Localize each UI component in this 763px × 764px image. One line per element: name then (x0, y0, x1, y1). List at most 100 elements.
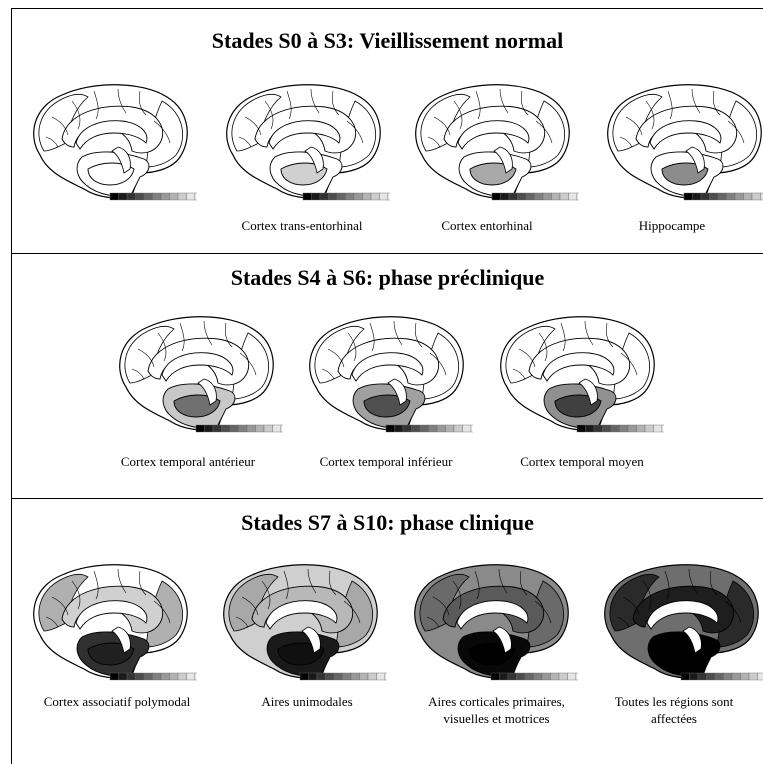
sulcus-line (51, 116, 69, 136)
scale-cell (186, 192, 196, 201)
corpus-callosum (265, 600, 338, 630)
sulcus-line (427, 136, 441, 148)
sulcus-line (432, 596, 450, 616)
corpus-callosum (457, 120, 530, 150)
caption-anterior-temporal: Cortex temporal antérieur (120, 454, 256, 469)
scale-cell (342, 672, 352, 681)
scale-cell (470, 424, 473, 433)
scale-cell (246, 424, 256, 433)
sulcus-line (433, 116, 451, 136)
scale-cell (195, 424, 205, 433)
scale-cell (143, 192, 153, 201)
brainstem (301, 626, 321, 654)
scale-cell (204, 424, 214, 433)
caption-polymodal: Cortex associatif polymodal (43, 694, 191, 709)
caption-hippocampus: Hippocampe (638, 218, 706, 233)
brain-svg (226, 84, 390, 201)
scale-cell (734, 192, 744, 201)
frontal-region (124, 325, 175, 384)
sulcus-line (520, 90, 529, 116)
brain-diagram (108, 309, 283, 439)
sulcus-line (475, 90, 481, 120)
scale-cell (299, 672, 309, 681)
sulcus-line (286, 90, 292, 120)
sulcus-line (534, 600, 552, 624)
scale-cell (238, 424, 248, 433)
brainstem (197, 378, 217, 406)
scale-cell (143, 672, 153, 681)
cingulate-region (635, 105, 738, 154)
brain-diagram (22, 557, 197, 687)
sulcus-line (605, 322, 614, 348)
frontal-region (38, 93, 89, 152)
scale-cell (212, 424, 222, 433)
caption-middle-temporal: Cortex temporal moyen (520, 454, 644, 469)
brain-diagram (403, 557, 578, 687)
scale-cell (135, 672, 145, 681)
hippocampus-region (173, 394, 221, 418)
scale-cell (636, 424, 646, 433)
sulcus-line (238, 136, 252, 148)
cingulate-region (251, 585, 354, 634)
sulcus-line (667, 90, 673, 120)
brain-svg (33, 84, 197, 201)
sulcus-line (426, 616, 440, 628)
sulcus-line (499, 88, 509, 114)
caption-all-regions: Toutes les régions sont affectées (614, 694, 734, 726)
scale-cell (726, 192, 736, 201)
scale-cell (610, 424, 620, 433)
scale-cell (316, 672, 326, 681)
scale-cell (568, 192, 578, 201)
sulcus-line (203, 320, 213, 346)
sulcus-line (327, 348, 345, 368)
scale-cell (428, 424, 438, 433)
scale-cell (576, 424, 586, 433)
brain-diagram (489, 309, 664, 439)
sulcus-line (518, 348, 536, 368)
scale-cell (689, 672, 699, 681)
sulcus-line (429, 352, 447, 376)
scale-cell (118, 192, 128, 201)
brainstem (682, 626, 702, 654)
sulcus-line (512, 368, 526, 380)
caption-entorhinal: Cortex entorhinal (441, 218, 533, 233)
brainstem (578, 378, 598, 406)
sulcus-line (51, 596, 69, 616)
scale-cell (508, 192, 518, 201)
scale-cell (661, 424, 664, 433)
sulcus-line (538, 332, 548, 362)
sulcus-line (153, 120, 171, 144)
scale-cell (462, 424, 472, 433)
sulcus-line (138, 570, 147, 596)
cingulate-region (528, 337, 631, 386)
scale-cell (319, 192, 329, 201)
sulcus-line (131, 368, 145, 380)
sulcus-line (93, 90, 99, 120)
sulcus-line (625, 116, 643, 136)
scale-cell (558, 672, 568, 681)
sulcus-line (560, 322, 566, 352)
hippocampus-region (468, 642, 516, 666)
scale-cell (550, 672, 560, 681)
sulcus-line (261, 580, 271, 610)
sulcus-line (224, 322, 233, 348)
scale-cell (308, 672, 318, 681)
sulcus-line (584, 320, 594, 346)
hippocampus-region (554, 394, 602, 418)
panel-clinical: Stades S7 à S10: phase clinique Cortex a… (11, 499, 763, 764)
sulcus-line (283, 570, 289, 600)
hippocampus-region (87, 162, 135, 186)
brainstem (111, 146, 131, 174)
sulcus-line (71, 100, 81, 130)
sulcus-line (343, 600, 361, 624)
scale-cell (723, 672, 733, 681)
scale-cell (653, 424, 663, 433)
scale-cell (345, 192, 355, 201)
scale-cell (370, 192, 380, 201)
scale-cell (402, 424, 412, 433)
brain-diagram (212, 557, 387, 687)
scale-cell (177, 192, 187, 201)
scale-cell (169, 192, 179, 201)
sulcus-line (619, 136, 633, 148)
cingulate-region (442, 585, 545, 634)
